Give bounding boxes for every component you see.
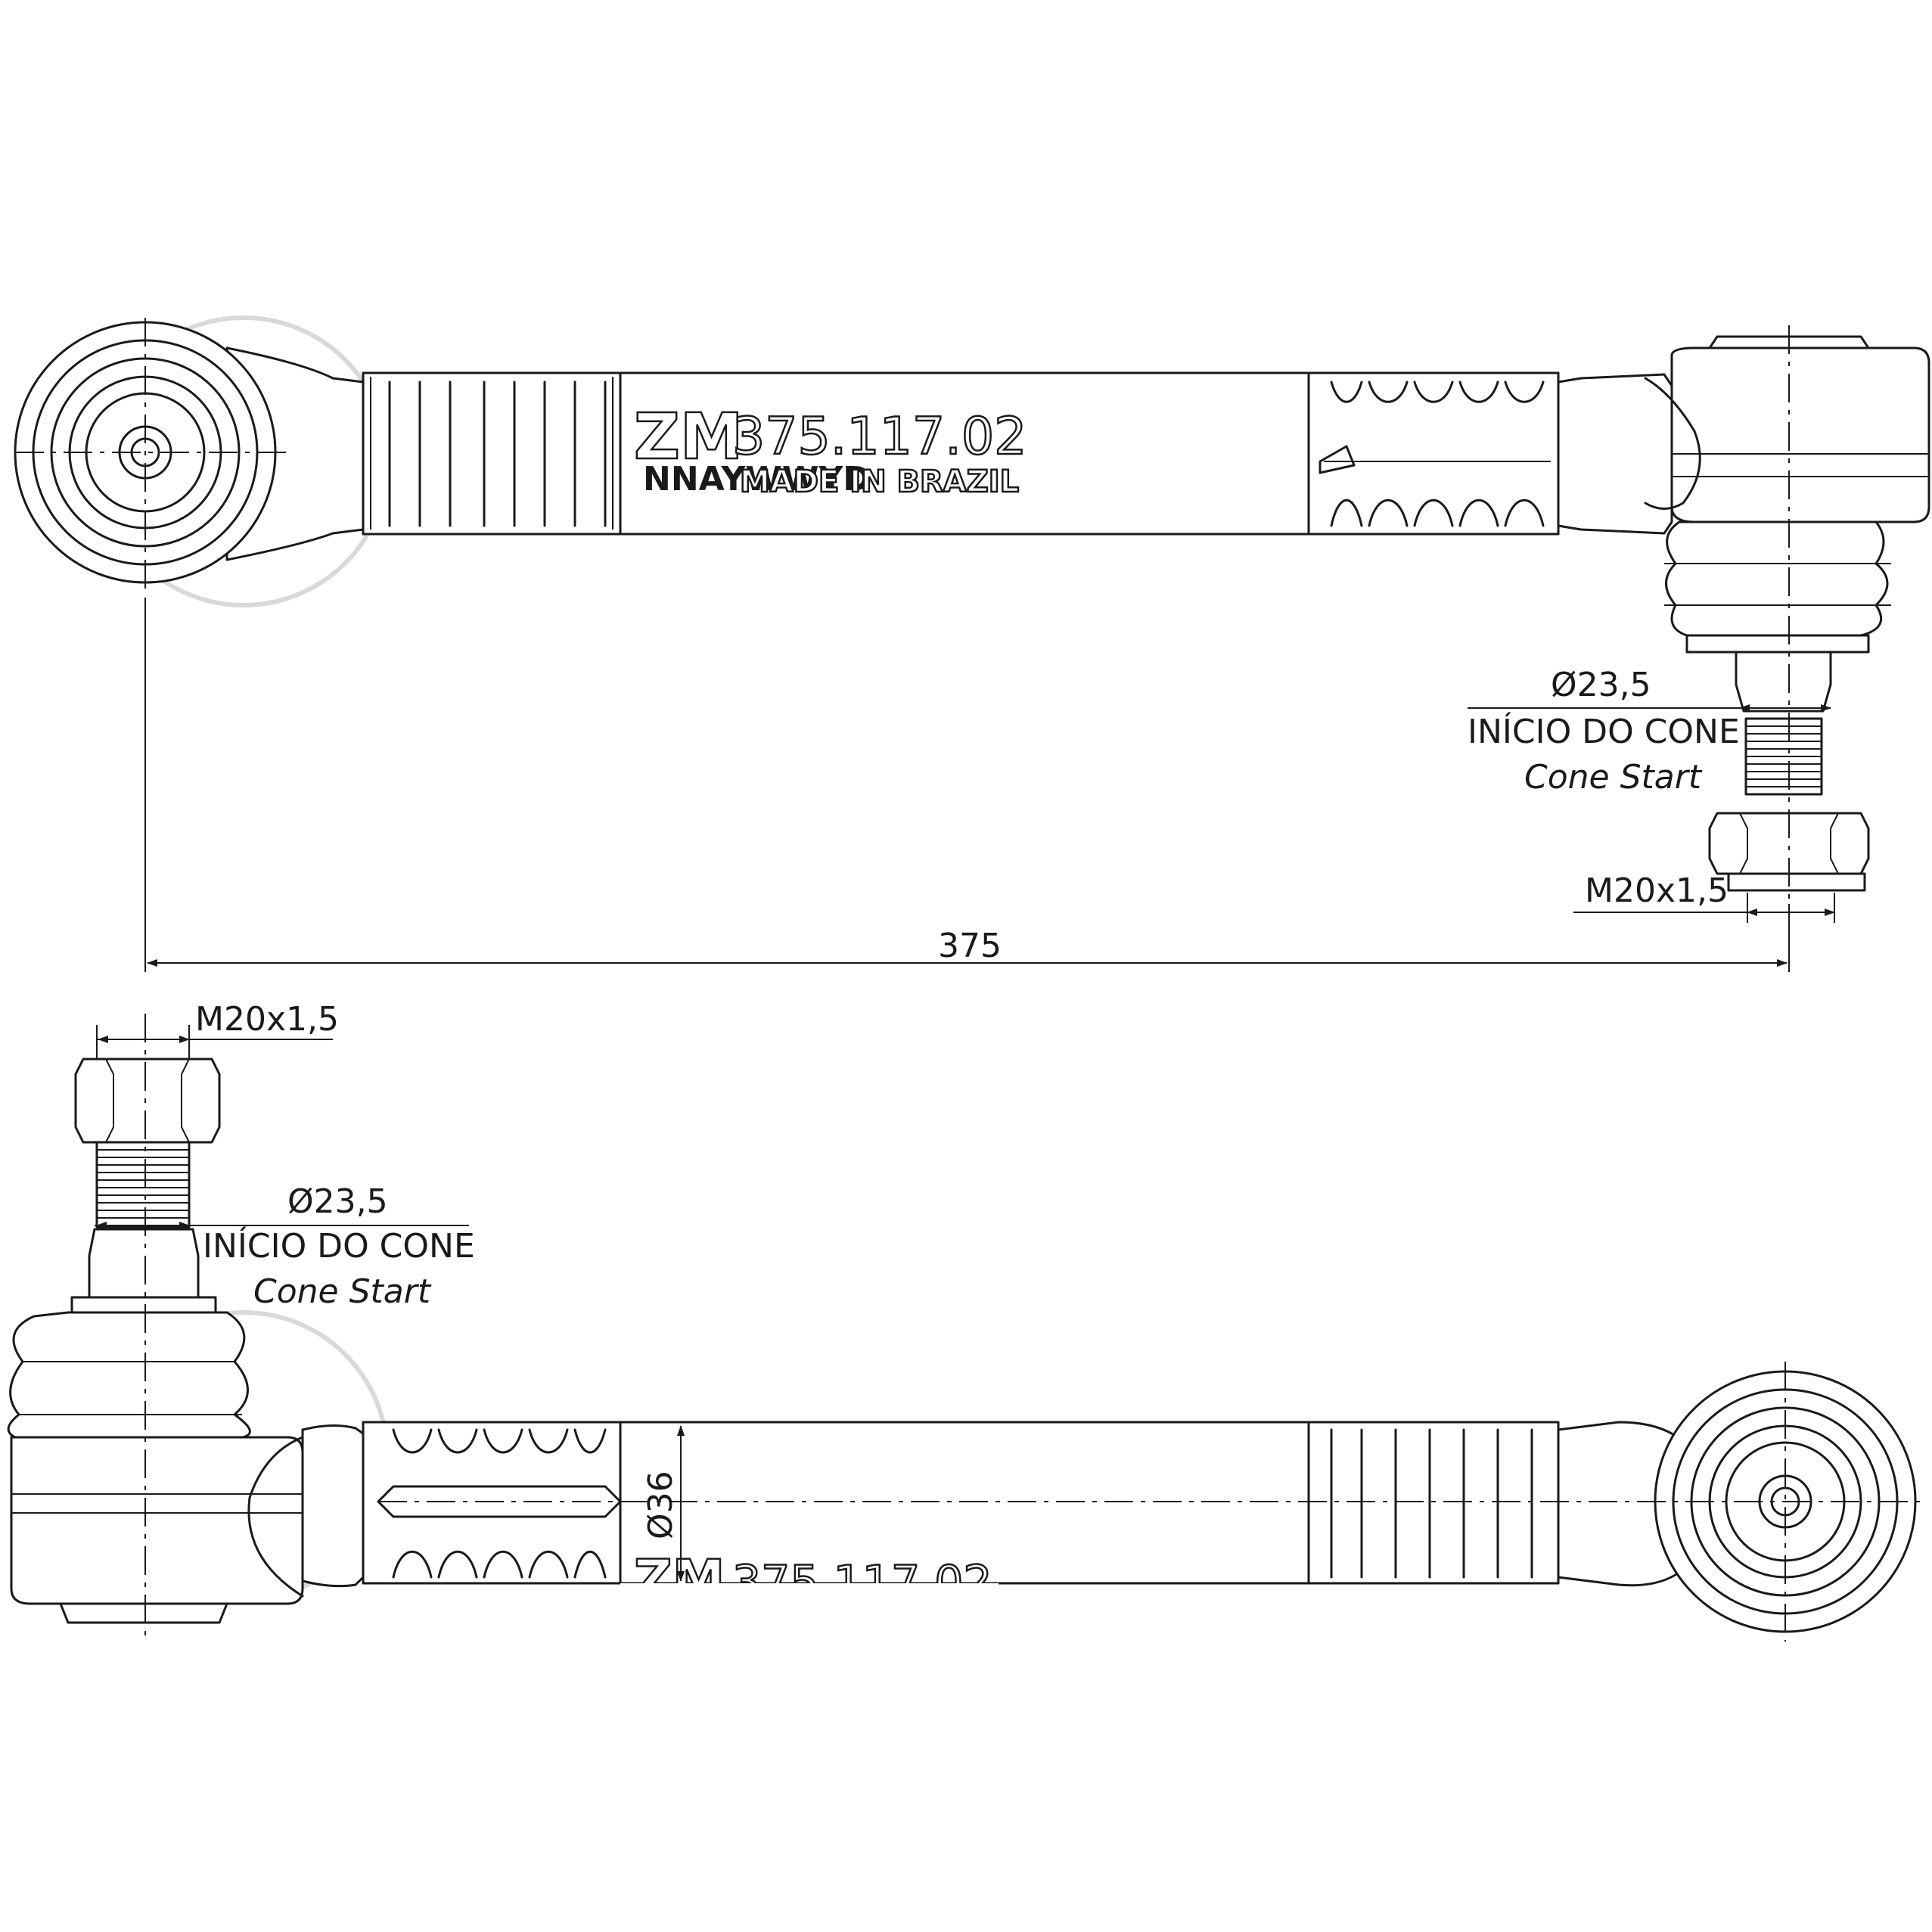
thread-label-bottom: M20x1,5 bbox=[195, 1000, 339, 1039]
date-code: NNAYWWYD bbox=[643, 460, 871, 499]
cone-start-label-top: INÍCIO DO CONE bbox=[1468, 711, 1740, 751]
cone-bottom bbox=[88, 1228, 200, 1299]
cone-start-en-bottom: Cone Start bbox=[253, 1272, 432, 1311]
rod-marking: ZM NNAYWWYD 375.117.02 MADE IN BRAZIL bbox=[633, 399, 1028, 501]
cone-start-label-bottom: INÍCIO DO CONE bbox=[203, 1225, 475, 1266]
cone-start-en-top: Cone Start bbox=[1524, 758, 1703, 797]
thread-ext-top bbox=[1747, 893, 1835, 923]
brand-logo: ZM bbox=[634, 399, 744, 474]
left-neck-bottom bbox=[301, 1424, 365, 1588]
bottom-view: ZM 375.117.02 Ø36 M20x1,5 Ø23,5 INÍCIO D… bbox=[7, 1000, 1921, 1642]
cone-diameter-top: Ø23,5 bbox=[1551, 666, 1651, 704]
thread-ext-bottom bbox=[96, 1025, 190, 1059]
cone-diameter-bottom: Ø23,5 bbox=[287, 1182, 388, 1221]
housing-bottom bbox=[10, 1436, 304, 1605]
right-ball-joint bbox=[1644, 335, 1930, 892]
length-dimension: 375 bbox=[938, 927, 1002, 965]
thread-label-top: M20x1,5 bbox=[1585, 871, 1729, 910]
top-view: ZM NNAYWWYD 375.117.02 MADE IN BRAZIL 37… bbox=[14, 315, 1930, 972]
left-knurl-bottom bbox=[362, 1421, 622, 1585]
origin-label: MADE IN BRAZIL bbox=[740, 464, 1019, 499]
right-knurl-bottom bbox=[1307, 1421, 1560, 1585]
nut-bottom bbox=[74, 1058, 221, 1144]
rod-diameter: Ø36 bbox=[641, 1471, 680, 1539]
part-number: 375.117.02 bbox=[732, 407, 1027, 467]
right-neck bbox=[1557, 373, 1673, 535]
marking-mask bbox=[620, 1583, 999, 1614]
right-knurl bbox=[1307, 371, 1560, 536]
boot-bottom bbox=[7, 1311, 251, 1439]
thread-bottom bbox=[95, 1141, 191, 1228]
left-knurl bbox=[362, 371, 622, 536]
